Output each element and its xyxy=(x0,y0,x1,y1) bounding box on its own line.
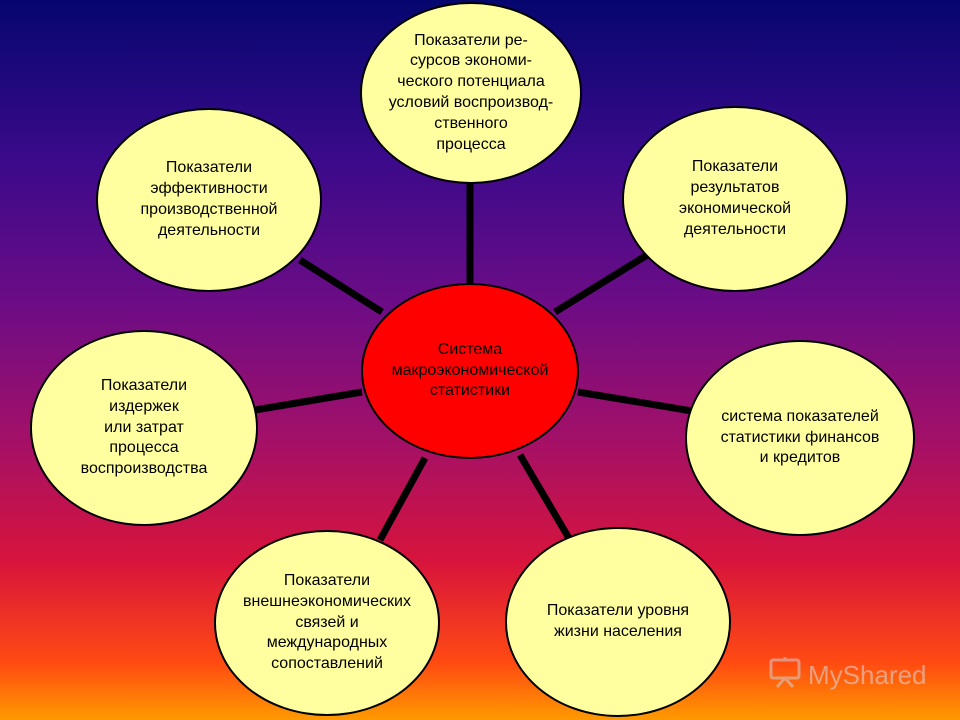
node-economic-results-label: Показатели результатов экономической дея… xyxy=(678,158,792,238)
link-bottom-right xyxy=(516,453,574,542)
node-living-standards: Показатели уровня жизни населения xyxy=(505,527,731,717)
link-right xyxy=(577,388,699,416)
node-living-standards-label: Показатели уровня жизни населения xyxy=(546,602,690,640)
node-finance-credit: система показателей статистики финансов … xyxy=(685,340,915,536)
node-center-system: Система макроэкономической статистики xyxy=(361,283,579,459)
link-left xyxy=(254,388,363,414)
presentation-board-icon xyxy=(768,656,802,694)
node-production-efficiency: Показатели эффективности производственно… xyxy=(96,108,322,292)
watermark: MyShared xyxy=(768,655,927,695)
node-finance-credit-label: система показателей статистики финансов … xyxy=(720,407,880,467)
node-foreign-economic-label: Показатели внешнеэкономических связей и … xyxy=(243,572,411,673)
link-top-right xyxy=(553,249,654,315)
node-resources: Показатели ре- сурсов экономи- ческого п… xyxy=(360,2,582,184)
node-costs: Показатели издержек или затрат процесса … xyxy=(30,330,258,526)
node-resources-label: Показатели ре- сурсов экономи- ческого п… xyxy=(388,31,554,153)
node-production-efficiency-label: Показатели эффективности производственно… xyxy=(140,159,278,239)
node-economic-results: Показатели результатов экономической дея… xyxy=(622,106,848,292)
watermark-text: MyShared xyxy=(808,659,927,690)
node-center-system-label: Система макроэкономической статистики xyxy=(391,340,549,400)
link-bottom-left xyxy=(376,456,429,542)
node-costs-label: Показатели издержек или затрат процесса … xyxy=(80,377,208,478)
link-top-left xyxy=(298,257,384,315)
node-foreign-economic: Показатели внешнеэкономических связей и … xyxy=(214,530,440,716)
